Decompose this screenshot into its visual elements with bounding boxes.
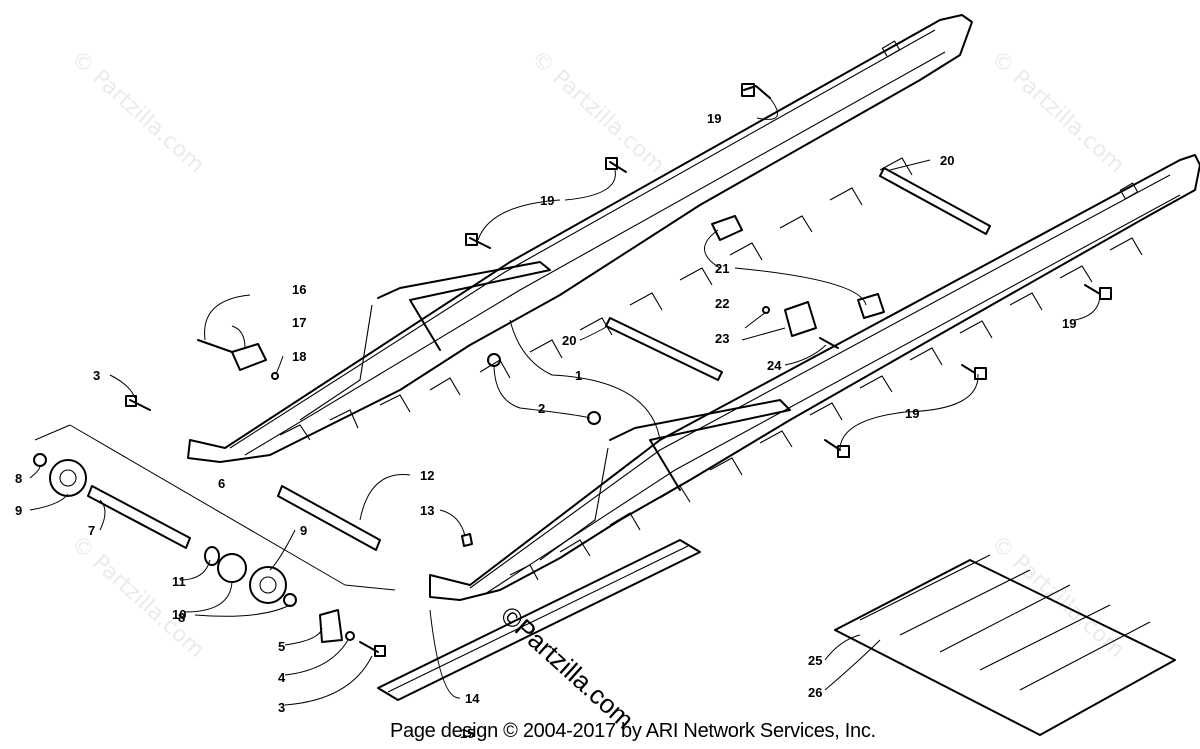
callout-14: 14 bbox=[465, 691, 480, 706]
axle-assembly bbox=[33, 424, 396, 643]
bolts-19 bbox=[465, 83, 1112, 458]
wear-strip-14 bbox=[377, 539, 701, 701]
callout-20-upper: 20 bbox=[940, 153, 954, 168]
spacers bbox=[711, 215, 885, 319]
bolt-3-upper-head bbox=[125, 395, 137, 407]
shaft-12 bbox=[277, 485, 381, 551]
copyright-footer: Page design © 2004-2017 by ARI Network S… bbox=[390, 720, 876, 742]
callout-9-upper: 9 bbox=[15, 503, 22, 518]
callout-15: 15 bbox=[460, 726, 474, 741]
callout-6: 6 bbox=[218, 476, 225, 491]
callout-8-lower: 8 bbox=[178, 610, 185, 625]
cross-shafts bbox=[605, 167, 991, 381]
rear-slide-rail bbox=[187, 14, 973, 463]
callout-22: 22 bbox=[715, 296, 729, 311]
front-slide-rail bbox=[429, 154, 1200, 601]
callout-8-upper: 8 bbox=[15, 471, 22, 486]
callout-25: 25 bbox=[808, 653, 822, 668]
washer-lower bbox=[587, 411, 601, 425]
callout-26: 26 bbox=[808, 685, 822, 700]
watermark-4: © Partzilla.com bbox=[66, 531, 209, 663]
callout-10: 10 bbox=[172, 607, 186, 622]
watermark-1: © Partzilla.com bbox=[66, 46, 209, 178]
bolt-3-lower-head bbox=[374, 645, 386, 657]
callout-19-mid: 19 bbox=[540, 193, 554, 208]
screw-24 bbox=[819, 337, 839, 349]
part-13 bbox=[461, 533, 473, 547]
callout-11: 11 bbox=[172, 574, 186, 589]
callout-19-top: 19 bbox=[707, 111, 721, 126]
callout-19-lower: 19 bbox=[905, 406, 919, 421]
callout-24: 24 bbox=[767, 358, 782, 373]
callout-18: 18 bbox=[292, 349, 306, 364]
pin-16 bbox=[197, 339, 233, 353]
callout-9-lower: 9 bbox=[300, 523, 307, 538]
callout-13: 13 bbox=[420, 503, 434, 518]
background-watermarks: © Partzilla.com © Partzilla.com © Partzi… bbox=[66, 46, 1129, 663]
callout-19-right: 19 bbox=[1062, 316, 1076, 331]
callout-labels: 1 2 3 3 4 5 6 7 8 8 9 9 10 11 12 13 14 1… bbox=[15, 111, 1076, 741]
callout-23: 23 bbox=[715, 331, 729, 346]
callout-17: 17 bbox=[292, 315, 306, 330]
callout-3-lower: 3 bbox=[278, 700, 285, 715]
callout-1: 1 bbox=[575, 368, 582, 383]
block-17 bbox=[231, 343, 267, 371]
callout-7: 7 bbox=[88, 523, 95, 538]
callout-3-upper: 3 bbox=[93, 368, 100, 383]
nut-18 bbox=[271, 372, 279, 380]
callout-5: 5 bbox=[278, 639, 285, 654]
callout-16: 16 bbox=[292, 282, 306, 297]
watermark-2: © Partzilla.com bbox=[526, 46, 669, 178]
nut-22 bbox=[762, 306, 770, 314]
callout-12: 12 bbox=[420, 468, 434, 483]
track-clips bbox=[834, 554, 1176, 736]
callout-2: 2 bbox=[538, 401, 545, 416]
callout-4: 4 bbox=[278, 670, 286, 685]
callout-21: 21 bbox=[715, 261, 729, 276]
watermark-3: © Partzilla.com bbox=[986, 46, 1129, 178]
leader-lines bbox=[29, 97, 1101, 706]
watermark-5: © Partzilla.com bbox=[986, 531, 1129, 663]
bolt-3-upper bbox=[129, 399, 151, 411]
callout-20-lower: 20 bbox=[562, 333, 576, 348]
block-23 bbox=[784, 301, 817, 337]
